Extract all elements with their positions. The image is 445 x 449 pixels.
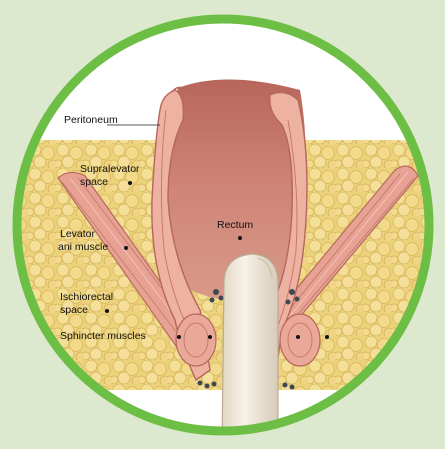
examining-finger xyxy=(222,254,278,449)
label-levator-line1: Levator xyxy=(60,228,95,240)
label-sphincter: Sphincter muscles xyxy=(60,330,146,342)
label-supralevator-line2: space xyxy=(80,176,108,188)
marker-sphincter-right-inner xyxy=(296,335,300,339)
marker-sphincter-left-outer xyxy=(177,335,181,339)
label-levator-line2: ani muscle xyxy=(58,241,108,253)
marker-sphincter-right-outer xyxy=(325,335,329,339)
label-rectum: Rectum xyxy=(217,219,253,231)
left-sphincter-muscle xyxy=(176,314,216,366)
label-peritoneum: Peritoneum xyxy=(64,114,118,126)
label-ischiorectal-line2: space xyxy=(60,304,88,316)
marker-ischiorectal xyxy=(105,309,109,313)
label-ischiorectal-line1: Ischiorectal xyxy=(60,291,113,303)
marker-supralevator xyxy=(128,181,132,185)
right-sphincter-muscle xyxy=(280,314,320,366)
marker-rectum xyxy=(238,236,242,240)
marker-sphincter-left-inner xyxy=(208,335,212,339)
marker-levator xyxy=(124,246,128,250)
label-supralevator-line1: Supralevator xyxy=(80,163,140,175)
